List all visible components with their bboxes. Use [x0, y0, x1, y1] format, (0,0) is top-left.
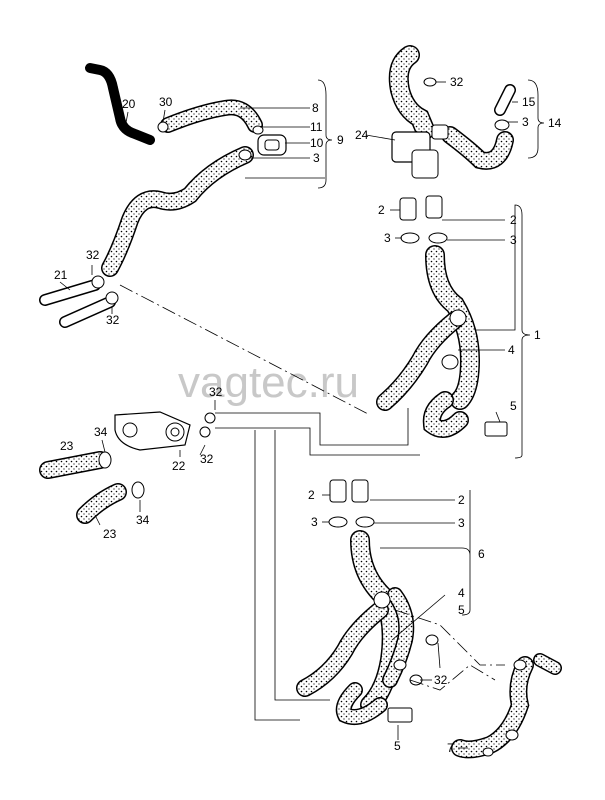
middle-left-assembly — [39, 411, 216, 524]
leader-lines — [59, 79, 545, 749]
label-3: 3 — [522, 115, 529, 129]
label-4: 4 — [458, 586, 465, 600]
label-3: 3 — [384, 231, 391, 245]
label-3: 3 — [510, 233, 517, 247]
label-32: 32 — [200, 452, 214, 466]
label-15: 15 — [522, 95, 536, 109]
label-32: 32 — [86, 248, 100, 262]
label-32: 32 — [106, 313, 120, 327]
label-8: 8 — [312, 101, 319, 115]
label-23: 23 — [103, 527, 117, 541]
routing-lines — [119, 284, 505, 721]
label-32: 32 — [434, 673, 448, 687]
label-32: 32 — [209, 385, 223, 399]
top-right-assembly — [376, 45, 516, 438]
label-22: 22 — [172, 459, 186, 473]
label-14: 14 — [548, 116, 562, 130]
label-2: 2 — [510, 213, 517, 227]
label-9: 9 — [337, 133, 344, 147]
label-20: 20 — [122, 97, 136, 111]
label-21: 21 — [54, 268, 68, 282]
label-7: 7 — [447, 741, 454, 755]
label-3: 3 — [458, 516, 465, 530]
label-3: 3 — [311, 515, 318, 529]
label-2: 2 — [308, 488, 315, 502]
part-labels: 20 30 8 11 10 3 9 32 21 32 32 15 3 14 24… — [54, 75, 562, 755]
label-34: 34 — [136, 513, 150, 527]
label-6: 6 — [478, 547, 485, 561]
label-1: 1 — [534, 328, 541, 342]
label-34: 34 — [94, 425, 108, 439]
label-4: 4 — [508, 343, 515, 357]
watermark: vagtec.ru — [178, 358, 359, 407]
top-left-assembly — [39, 63, 287, 328]
label-3: 3 — [313, 151, 320, 165]
label-11: 11 — [310, 120, 323, 134]
label-32: 32 — [450, 75, 464, 89]
label-10: 10 — [310, 136, 324, 150]
label-5: 5 — [510, 399, 517, 413]
label-23: 23 — [60, 439, 74, 453]
label-2: 2 — [458, 493, 465, 507]
lower-assembly — [296, 479, 562, 759]
label-24: 24 — [355, 128, 369, 142]
label-5: 5 — [458, 603, 465, 617]
label-30: 30 — [159, 95, 173, 109]
label-2: 2 — [378, 203, 385, 217]
label-5: 5 — [394, 739, 401, 753]
